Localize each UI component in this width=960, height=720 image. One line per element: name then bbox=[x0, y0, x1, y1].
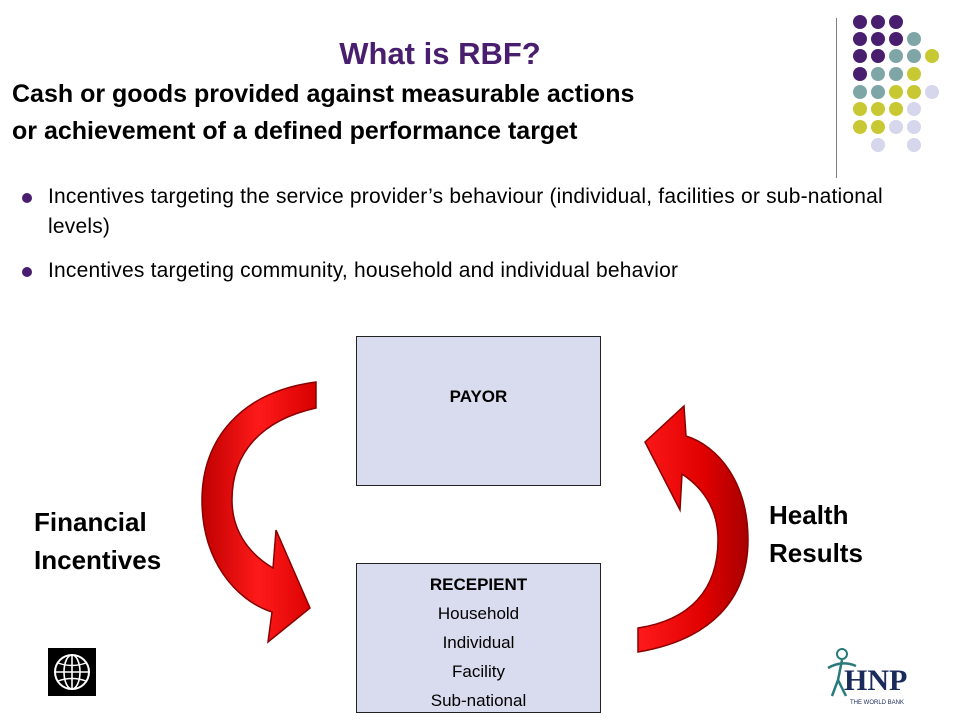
bullet-item: Incentives targeting community, househol… bbox=[22, 256, 922, 286]
label-line: Financial bbox=[34, 507, 147, 537]
dot bbox=[889, 102, 903, 116]
dot bbox=[925, 49, 939, 63]
dot bbox=[889, 67, 903, 81]
dot bbox=[853, 15, 867, 29]
label-line: Incentives bbox=[34, 545, 162, 575]
label-line: Health bbox=[769, 500, 849, 530]
dot bbox=[907, 120, 921, 134]
dot bbox=[871, 67, 885, 81]
dot bbox=[871, 120, 885, 134]
dot bbox=[853, 67, 867, 81]
bullet-text: Incentives targeting community, househol… bbox=[48, 259, 679, 282]
recipient-label: RECEPIENT bbox=[429, 575, 528, 594]
hnp-tagline: THE WORLD BANK bbox=[850, 700, 904, 706]
recipient-item: Sub-national bbox=[430, 691, 527, 710]
globe-icon bbox=[54, 654, 90, 690]
financial-incentives-label: Financial Incentives bbox=[34, 503, 161, 579]
dot bbox=[907, 102, 921, 116]
dot bbox=[907, 49, 921, 63]
dot bbox=[889, 49, 903, 63]
bullet-item: Incentives targeting the service provide… bbox=[22, 182, 922, 242]
health-results-arrow bbox=[637, 404, 749, 653]
dot bbox=[853, 120, 867, 134]
hnp-figure-icon: HNP THE WORLD BANK bbox=[827, 648, 907, 706]
dot bbox=[925, 85, 939, 99]
subtitle-line: Cash or goods provided against measurabl… bbox=[12, 80, 635, 108]
subtitle-line: or achievement of a defined performance … bbox=[12, 117, 578, 145]
health-results-label: Health Results bbox=[769, 496, 863, 572]
dot bbox=[871, 138, 885, 152]
hnp-logo: HNP THE WORLD BANK bbox=[822, 646, 912, 708]
bullet-dot-icon bbox=[22, 267, 32, 277]
world-bank-logo bbox=[48, 648, 96, 696]
recipient-item: Individual bbox=[442, 633, 515, 652]
dot bbox=[853, 49, 867, 63]
dot bbox=[853, 85, 867, 99]
dot bbox=[907, 67, 921, 81]
dot bbox=[871, 85, 885, 99]
bullet-list: Incentives targeting the service provide… bbox=[22, 182, 922, 300]
dot bbox=[907, 138, 921, 152]
dot bbox=[871, 32, 885, 46]
dot bbox=[907, 32, 921, 46]
recipient-item: Household bbox=[437, 604, 520, 623]
dot bbox=[853, 102, 867, 116]
dot bbox=[871, 102, 885, 116]
page-title: What is RBF? bbox=[339, 36, 541, 71]
dot bbox=[871, 15, 885, 29]
dot bbox=[889, 32, 903, 46]
recipient-item: Facility bbox=[452, 662, 505, 681]
recipient-box: RECEPIENT Household Individual Facility … bbox=[356, 563, 601, 713]
hnp-text: HNP bbox=[844, 664, 907, 697]
bullet-dot-icon bbox=[22, 193, 32, 203]
divider-line bbox=[836, 18, 837, 178]
financial-incentives-arrow bbox=[201, 381, 317, 644]
subtitle: Cash or goods provided against measurabl… bbox=[12, 76, 832, 150]
dot bbox=[853, 32, 867, 46]
bullet-text: Incentives targeting the service provide… bbox=[48, 185, 883, 238]
dot bbox=[889, 15, 903, 29]
dot bbox=[871, 49, 885, 63]
payor-box: PAYOR bbox=[356, 336, 601, 486]
label-line: Results bbox=[769, 538, 863, 568]
payor-label: PAYOR bbox=[449, 387, 508, 406]
dot bbox=[907, 85, 921, 99]
dot bbox=[889, 85, 903, 99]
dot bbox=[889, 120, 903, 134]
